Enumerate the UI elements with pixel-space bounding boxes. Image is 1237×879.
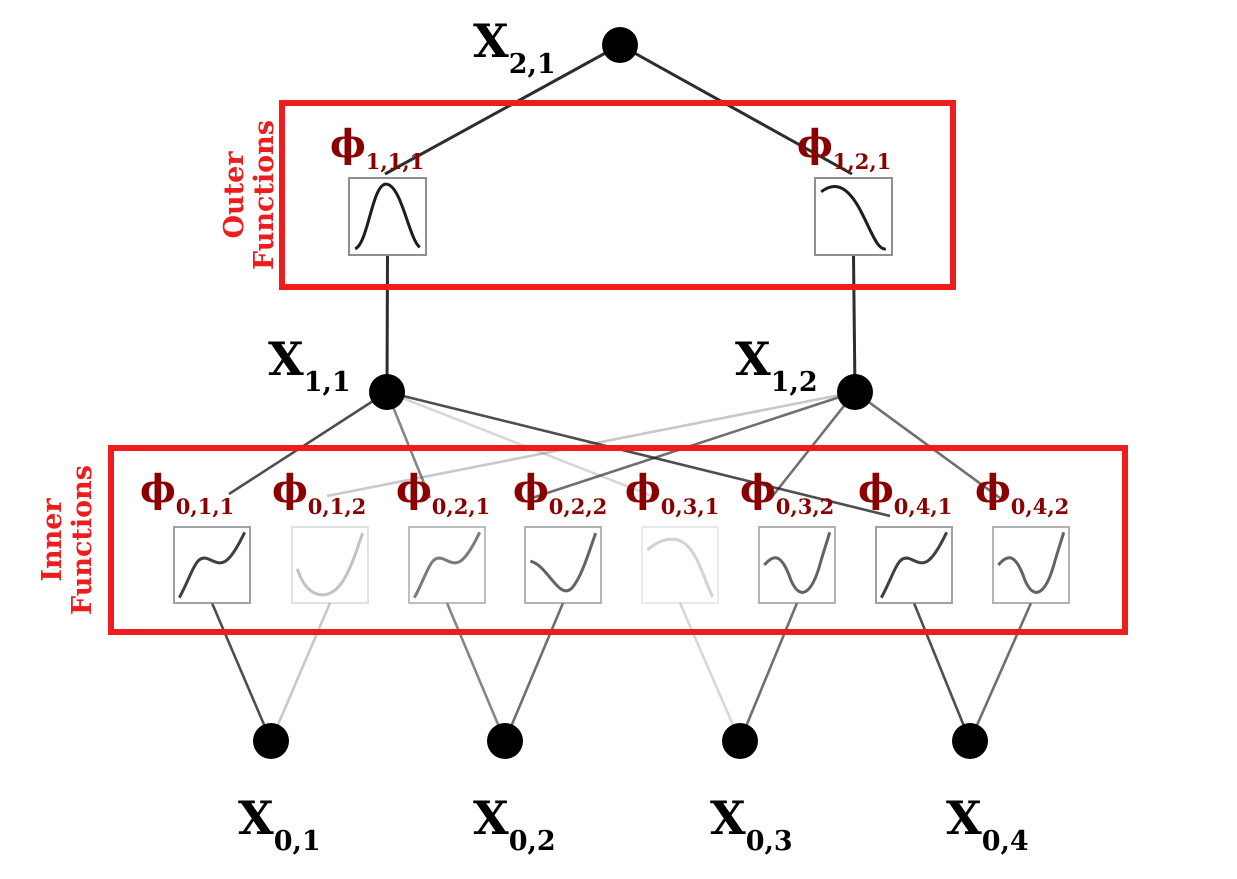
node-x11 <box>369 374 405 410</box>
phi-label-0-2-1: ϕ0,2,1 <box>396 466 491 519</box>
phi-label-0-4-1: ϕ0,4,1 <box>858 466 953 519</box>
inner-function-box <box>291 526 369 604</box>
activation-curve <box>295 532 365 597</box>
phi-label-0-3-2: ϕ0,3,2 <box>740 466 835 519</box>
inner-function-box <box>875 526 953 604</box>
edge-inner-lower <box>210 602 273 742</box>
group-frames <box>108 100 1128 635</box>
phi-label-0-4-2: ϕ0,4,2 <box>975 466 1070 519</box>
edge-inner-lower <box>503 602 565 742</box>
node-x04 <box>952 723 988 759</box>
function-box-frame <box>408 526 486 604</box>
activation-curve <box>880 531 949 599</box>
inner-function-box <box>408 526 486 604</box>
activation-curve <box>820 185 887 251</box>
phi-label-0-3-1: ϕ0,3,1 <box>625 466 720 519</box>
phi-label-0-1-2: ϕ0,1,2 <box>272 466 367 519</box>
edges <box>210 43 1033 742</box>
function-box-frame <box>291 526 369 604</box>
function-boxes <box>173 177 1070 604</box>
edge-inner-upper <box>326 390 856 498</box>
outer-function-box <box>348 177 427 256</box>
node-label-x03: X0,3 <box>710 791 793 857</box>
function-box-frame <box>641 526 719 604</box>
edge-outer-lower <box>385 254 389 393</box>
edge-inner-upper <box>386 390 891 518</box>
edge-outer-upper <box>384 43 621 176</box>
edge-outer-upper <box>619 43 853 176</box>
phi-label-1-2-1: ϕ1,2,1 <box>797 121 892 174</box>
inner-label-line2: Functions <box>67 465 98 615</box>
node-x02 <box>487 723 523 759</box>
inner-functions-label: Inner Functions <box>37 460 98 620</box>
function-box-frame <box>173 526 251 604</box>
inner-function-box <box>173 526 251 604</box>
outer-label-line1: Outer <box>219 151 250 239</box>
edge-inner-upper <box>228 390 388 496</box>
function-box-frame <box>814 177 893 256</box>
activation-curve <box>646 537 715 598</box>
inner-function-box <box>992 526 1070 604</box>
node-x12 <box>837 374 873 410</box>
phi-label-1-1-1: ϕ1,1,1 <box>330 121 425 174</box>
inner-function-box <box>524 526 602 604</box>
edge-outer-lower <box>852 254 857 393</box>
node-label-x01: X0,1 <box>238 791 321 857</box>
phi-label-0-2-2: ϕ0,2,2 <box>513 466 608 519</box>
node-label-x12: X1,2 <box>735 332 818 398</box>
inner-label-line1: Inner <box>37 498 68 582</box>
edge-inner-lower <box>968 602 1033 742</box>
outer-function-box <box>814 177 893 256</box>
inner-functions-frame <box>108 445 1128 635</box>
node-label-x04: X0,4 <box>946 791 1029 857</box>
edge-inner-lower <box>912 602 972 742</box>
outer-label-line2: Functions <box>249 120 280 270</box>
outer-functions-frame <box>279 100 956 290</box>
node-label-x02: X0,2 <box>473 791 556 857</box>
nodes <box>253 27 988 759</box>
activation-curve <box>413 531 482 599</box>
activation-curve <box>178 531 247 599</box>
outer-functions-label: Outer Functions <box>219 115 280 275</box>
edge-inner-upper <box>386 390 653 498</box>
inner-function-box <box>758 526 836 604</box>
inner-function-box <box>641 526 719 604</box>
node-x21 <box>602 27 638 63</box>
edge-inner-lower <box>678 602 742 742</box>
activation-curve <box>529 532 598 593</box>
edge-inner-lower <box>738 602 799 742</box>
edge-inner-lower <box>269 602 332 742</box>
node-label-x11: X1,1 <box>268 332 351 398</box>
edge-inner-lower <box>445 602 507 742</box>
function-box-frame <box>875 526 953 604</box>
node-x01 <box>253 723 289 759</box>
activation-curve <box>763 531 832 594</box>
node-x03 <box>722 723 758 759</box>
node-label-x21: X2,1 <box>473 14 556 80</box>
activation-curve <box>354 182 421 251</box>
activation-curve <box>997 531 1066 594</box>
phi-label-0-1-1: ϕ0,1,1 <box>140 466 235 519</box>
